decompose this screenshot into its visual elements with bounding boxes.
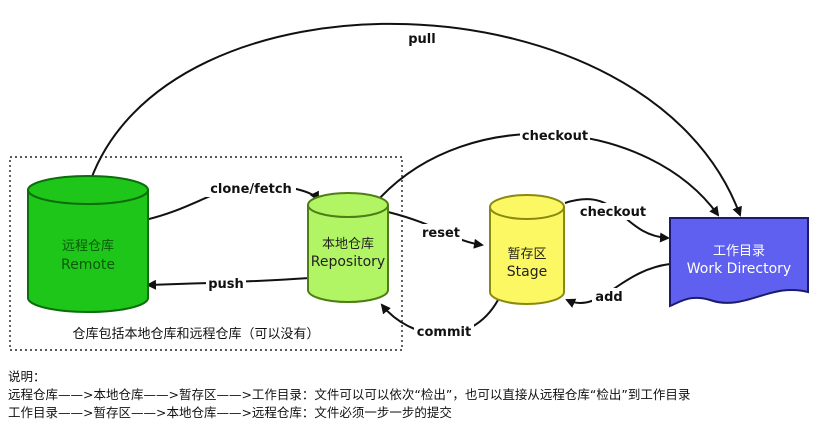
repository-label-cn: 本地仓库	[322, 236, 374, 252]
remote-node: 远程仓库 Remote	[27, 175, 149, 313]
commit-label: commit	[414, 323, 474, 340]
svg-text:commit: commit	[417, 325, 471, 340]
svg-text:reset: reset	[422, 226, 460, 241]
remote-label-en: Remote	[61, 257, 115, 273]
svg-text:clone/fetch: clone/fetch	[210, 182, 292, 197]
group-caption: 仓库包括本地仓库和远程仓库（可以没有）	[72, 326, 319, 342]
remote-label-cn: 远程仓库	[62, 238, 114, 254]
stage-label-en: Stage	[507, 264, 547, 280]
notes-line-1: 远程仓库——>本地仓库——>暂存区——>工作目录：文件可以可以依次“检出”，也可…	[8, 387, 691, 402]
notes-title: 说明：	[8, 369, 46, 384]
svg-text:checkout: checkout	[580, 205, 646, 220]
svg-text:add: add	[595, 290, 622, 305]
svg-text:push: push	[208, 277, 244, 292]
workdir-label-cn: 工作目录	[713, 244, 765, 259]
repository-label-en: Repository	[311, 254, 385, 270]
pull-arrow	[87, 22, 742, 217]
stage-label-cn: 暂存区	[507, 247, 546, 262]
repository-node: 本地仓库 Repository	[307, 192, 389, 303]
svg-text:checkout: checkout	[522, 129, 588, 144]
notes: 说明： 远程仓库——>本地仓库——>暂存区——>工作目录：文件可以可以依次“检出…	[8, 368, 690, 422]
add-label: add	[592, 288, 626, 305]
push-label: push	[206, 275, 246, 292]
reset-label: reset	[420, 224, 462, 241]
notes-line-2: 工作目录——>暂存区——>本地仓库——>远程仓库：文件必须一步一步的提交	[8, 405, 452, 420]
svg-text:pull: pull	[408, 32, 435, 47]
workdir-node: 工作目录 Work Directory	[669, 217, 809, 308]
checkout-top-label: checkout	[520, 127, 590, 144]
workdir-label-en: Work Directory	[687, 261, 791, 277]
pull-label: pull	[402, 30, 442, 47]
repository-group-box	[9, 156, 403, 351]
clone-fetch-label: clone/fetch	[206, 180, 296, 197]
checkout-right-label: checkout	[578, 203, 648, 220]
stage-node: 暂存区 Stage	[489, 194, 565, 305]
